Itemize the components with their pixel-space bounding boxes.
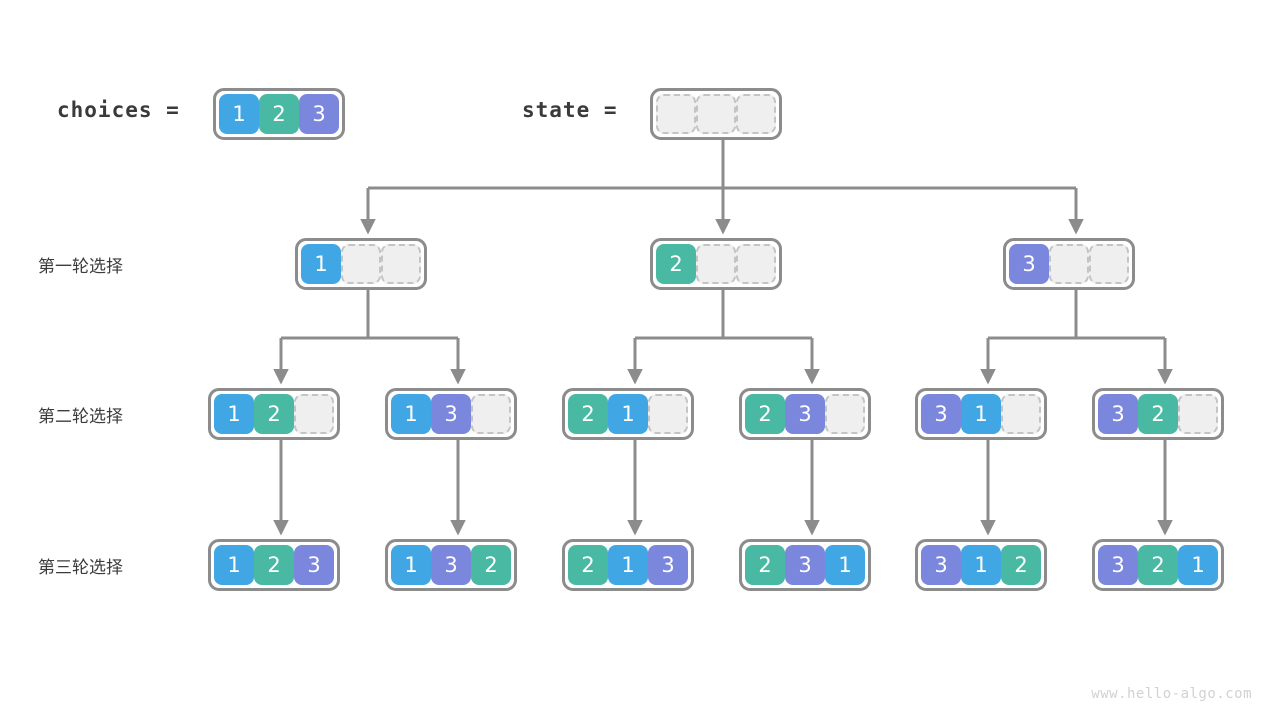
level3-node6-cell-1: 3 xyxy=(1098,545,1138,585)
level3-node3-cell-3: 3 xyxy=(648,545,688,585)
tree-node-level1-1: 1 xyxy=(295,238,427,290)
state-cell-1-empty xyxy=(656,94,696,134)
level3-node3-cell-1: 2 xyxy=(568,545,608,585)
level3-node2-cell-1: 1 xyxy=(391,545,431,585)
state-array xyxy=(650,88,782,140)
level2-node2-cell-3-empty xyxy=(471,394,511,434)
level2-node1-cell-1: 1 xyxy=(214,394,254,434)
level1-node2-cell-1: 2 xyxy=(656,244,696,284)
row-label-round-1: 第一轮选择 xyxy=(38,257,123,277)
level1-node3-cell-2-empty xyxy=(1049,244,1089,284)
level3-node6-cell-3: 1 xyxy=(1178,545,1218,585)
level3-node2-cell-3: 2 xyxy=(471,545,511,585)
tree-node-level1-2: 2 xyxy=(650,238,782,290)
level2-node5-cell-3-empty xyxy=(1001,394,1041,434)
level3-node4-cell-2: 3 xyxy=(785,545,825,585)
level3-node5-cell-3: 2 xyxy=(1001,545,1041,585)
state-cell-2-empty xyxy=(696,94,736,134)
level2-node4-cell-1: 2 xyxy=(745,394,785,434)
level3-node4-cell-3: 1 xyxy=(825,545,865,585)
level2-node4-cell-2: 3 xyxy=(785,394,825,434)
level1-node1-cell-1: 1 xyxy=(301,244,341,284)
level1-node2-cell-2-empty xyxy=(696,244,736,284)
tree-node-level1-3: 3 xyxy=(1003,238,1135,290)
level2-node1-cell-3-empty xyxy=(294,394,334,434)
level2-node5-cell-2: 1 xyxy=(961,394,1001,434)
level2-node2-cell-1: 1 xyxy=(391,394,431,434)
level3-node1-cell-1: 1 xyxy=(214,545,254,585)
level2-node3-cell-3-empty xyxy=(648,394,688,434)
level3-node1-cell-2: 2 xyxy=(254,545,294,585)
row-label-round-3: 第三轮选择 xyxy=(38,558,123,578)
choices-cell-3: 3 xyxy=(299,94,339,134)
level3-node6-cell-2: 2 xyxy=(1138,545,1178,585)
level3-node3-cell-2: 1 xyxy=(608,545,648,585)
state-label: state = xyxy=(522,98,618,122)
level1-node3-cell-1: 3 xyxy=(1009,244,1049,284)
level2-node2-cell-2: 3 xyxy=(431,394,471,434)
level3-node4-cell-1: 2 xyxy=(745,545,785,585)
level2-node6-cell-2: 2 xyxy=(1138,394,1178,434)
state-cell-3-empty xyxy=(736,94,776,134)
level1-node2-cell-3-empty xyxy=(736,244,776,284)
choices-cell-2: 2 xyxy=(259,94,299,134)
level3-node2-cell-2: 3 xyxy=(431,545,471,585)
level3-node5-cell-1: 3 xyxy=(921,545,961,585)
level1-node1-cell-3-empty xyxy=(381,244,421,284)
choices-label: choices = xyxy=(57,98,180,122)
level2-node3-cell-1: 2 xyxy=(568,394,608,434)
choices-cell-1: 1 xyxy=(219,94,259,134)
row-label-round-2: 第二轮选择 xyxy=(38,407,123,427)
level1-node1-cell-2-empty xyxy=(341,244,381,284)
watermark: www.hello-algo.com xyxy=(1091,686,1252,702)
level2-node3-cell-2: 1 xyxy=(608,394,648,434)
level3-node5-cell-2: 1 xyxy=(961,545,1001,585)
level1-node3-cell-3-empty xyxy=(1089,244,1129,284)
level2-node5-cell-1: 3 xyxy=(921,394,961,434)
level2-node6-cell-1: 3 xyxy=(1098,394,1138,434)
level2-node4-cell-3-empty xyxy=(825,394,865,434)
level2-node1-cell-2: 2 xyxy=(254,394,294,434)
level2-node6-cell-3-empty xyxy=(1178,394,1218,434)
level3-node1-cell-3: 3 xyxy=(294,545,334,585)
